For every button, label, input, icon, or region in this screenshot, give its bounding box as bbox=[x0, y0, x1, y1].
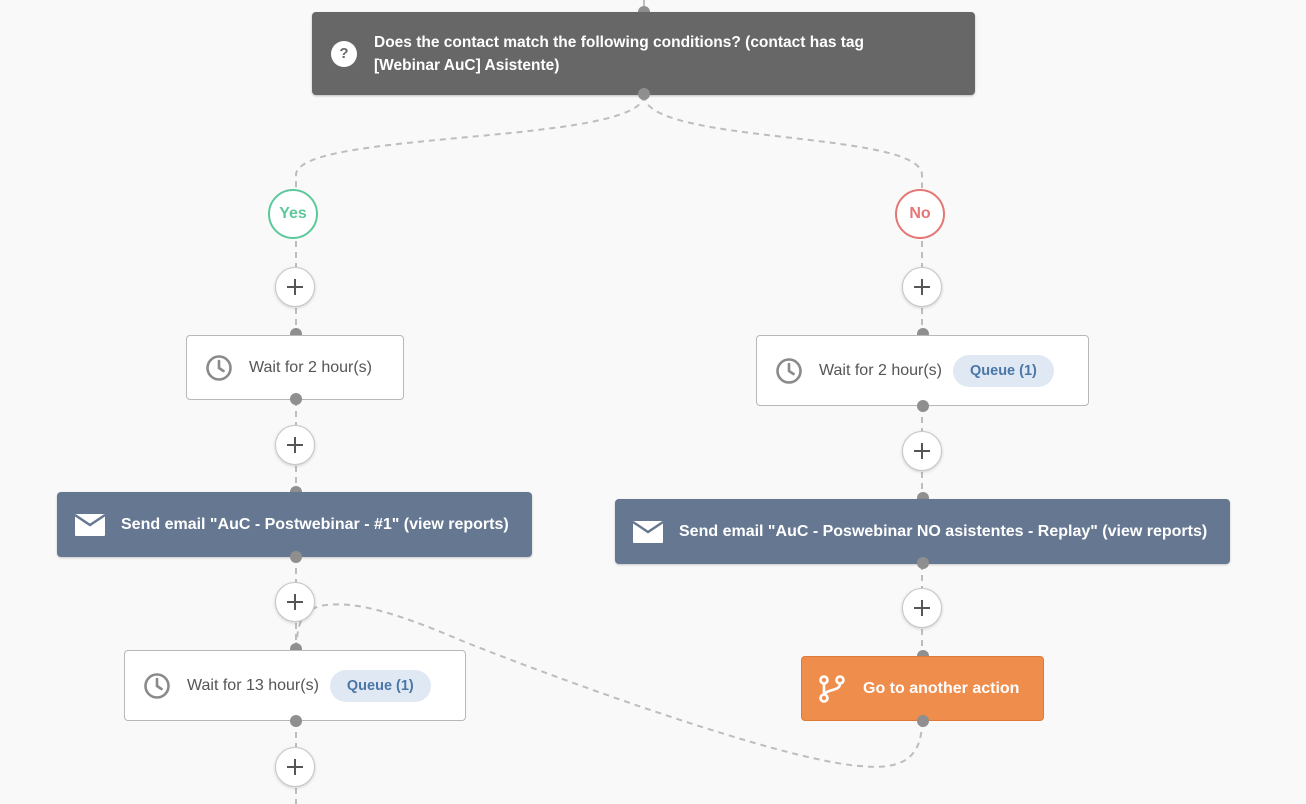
connector-dot[interactable] bbox=[290, 715, 302, 727]
no-branch-label: No bbox=[909, 205, 931, 222]
wait-node-no-1[interactable]: Wait for 2 hour(s) Queue (1) bbox=[756, 335, 1089, 406]
plus-icon bbox=[914, 443, 930, 459]
question-icon: ? bbox=[331, 40, 357, 67]
wait-node-yes-1[interactable]: Wait for 2 hour(s) bbox=[186, 335, 404, 400]
plus-icon bbox=[287, 594, 303, 610]
clock-icon bbox=[775, 357, 803, 385]
connector-split-no bbox=[643, 94, 923, 188]
connector-dot[interactable] bbox=[290, 393, 302, 405]
send-email-node-yes[interactable]: Send email "AuC - Postwebinar - #1" (vie… bbox=[57, 492, 532, 557]
email-label[interactable]: Send email "AuC - Postwebinar - #1" (vie… bbox=[121, 515, 509, 533]
connector-split-yes bbox=[295, 94, 645, 188]
plus-icon bbox=[914, 279, 930, 295]
connector-dot[interactable] bbox=[917, 557, 929, 569]
clock-icon bbox=[143, 672, 171, 700]
add-action-button[interactable] bbox=[275, 267, 315, 307]
connector-dot[interactable] bbox=[290, 551, 302, 563]
plus-icon bbox=[287, 279, 303, 295]
wait-node-yes-2[interactable]: Wait for 13 hour(s) Queue (1) bbox=[124, 650, 466, 721]
wait-label: Wait for 13 hour(s) bbox=[187, 676, 319, 694]
goto-label: Go to another action bbox=[863, 679, 1020, 697]
condition-text-line1: Does the contact match the following con… bbox=[374, 33, 865, 51]
condition-text: Does the contact match the following con… bbox=[374, 31, 864, 77]
plus-icon bbox=[287, 759, 303, 775]
goto-action-node[interactable]: Go to another action bbox=[801, 656, 1044, 721]
envelope-icon bbox=[633, 520, 663, 543]
add-action-button[interactable] bbox=[902, 267, 942, 307]
add-action-button[interactable] bbox=[275, 747, 315, 787]
add-action-button[interactable] bbox=[902, 431, 942, 471]
branch-icon bbox=[819, 674, 845, 703]
no-branch-badge: No bbox=[895, 189, 945, 239]
clock-icon bbox=[205, 354, 233, 382]
queue-badge[interactable]: Queue (1) bbox=[329, 669, 431, 702]
plus-icon bbox=[287, 437, 303, 453]
queue-badge[interactable]: Queue (1) bbox=[953, 354, 1054, 387]
add-action-button[interactable] bbox=[275, 582, 315, 622]
connector-dot[interactable] bbox=[638, 88, 650, 100]
add-action-button[interactable] bbox=[902, 588, 942, 628]
add-action-button[interactable] bbox=[275, 425, 315, 465]
wait-label: Wait for 2 hour(s) bbox=[819, 361, 942, 379]
send-email-node-no[interactable]: Send email "AuC - Poswebinar NO asistent… bbox=[615, 499, 1230, 564]
connector-dot[interactable] bbox=[917, 400, 929, 412]
plus-icon bbox=[914, 600, 930, 616]
connector-dot[interactable] bbox=[917, 715, 929, 727]
yes-branch-label: Yes bbox=[279, 205, 307, 222]
wait-label: Wait for 2 hour(s) bbox=[249, 358, 372, 376]
email-label[interactable]: Send email "AuC - Poswebinar NO asistent… bbox=[679, 522, 1208, 540]
condition-node[interactable]: ? Does the contact match the following c… bbox=[312, 12, 975, 95]
yes-branch-badge: Yes bbox=[268, 189, 318, 239]
condition-text-line2: [Webinar AuC] Asistente) bbox=[374, 56, 560, 74]
envelope-icon bbox=[75, 513, 105, 536]
